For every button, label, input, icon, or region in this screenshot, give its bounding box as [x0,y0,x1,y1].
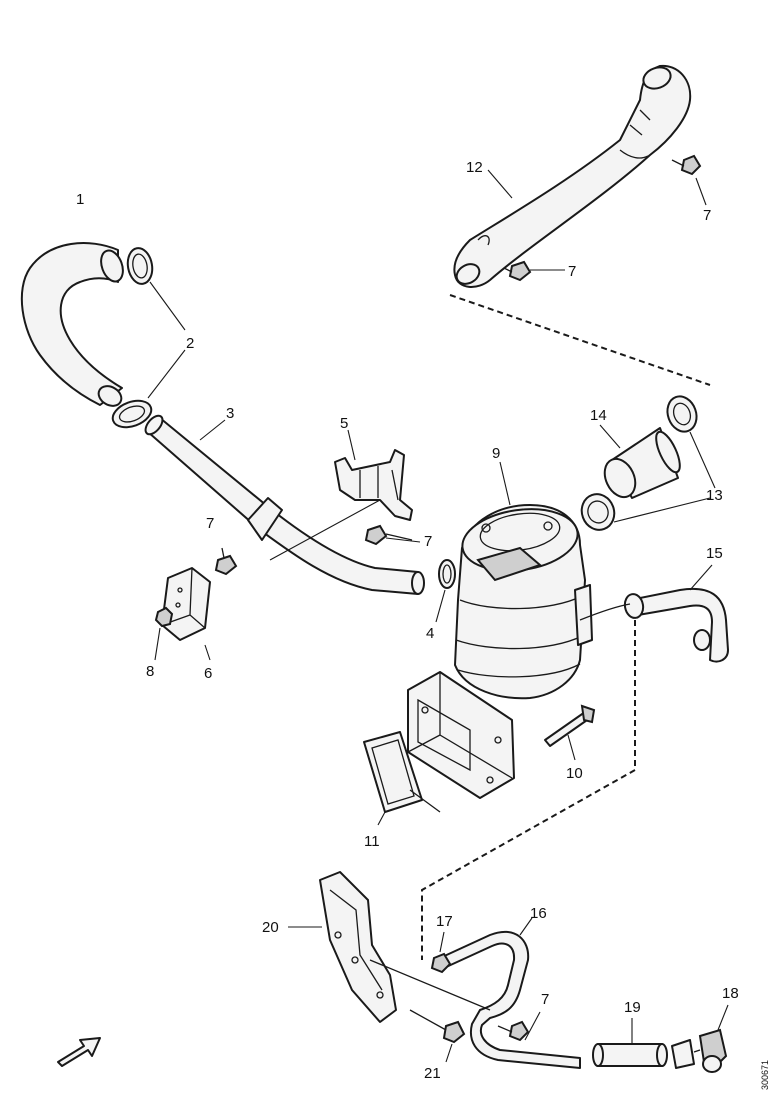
leader-7-c [695,177,707,206]
callout-7-a: 7 [206,515,214,532]
leader-11 [377,811,386,826]
nut-17 [430,952,452,974]
leader-2 [147,281,186,399]
tube-16 [369,930,581,1069]
leader-7-b [385,537,421,543]
callout-1: 1 [76,191,84,208]
tube-3 [144,414,425,595]
gasket-11 [363,731,441,813]
leader-13 [613,431,716,523]
callout-9: 9 [492,445,500,462]
dashed-link-upper [449,294,711,386]
callout-10: 10 [566,765,583,782]
callout-13: 13 [706,487,723,504]
leader-6 [204,644,211,661]
callout-2: 2 [186,335,194,352]
bolt-7-a [214,547,238,576]
callout-19: 19 [624,999,641,1016]
bolt-7-d [499,260,532,282]
callout-5: 5 [340,415,348,432]
sleeve-19 [592,1043,668,1067]
callout-7-b: 7 [424,533,432,550]
bolt-7-b [364,524,413,546]
bolt-10 [544,704,596,747]
callout-17: 17 [436,913,453,930]
leader-5 [347,429,356,461]
callout-16: 16 [530,905,547,922]
callout-11: 11 [364,833,380,850]
callout-4: 4 [426,625,434,642]
clamp-13-upper [666,395,698,433]
leader-9 [499,461,511,506]
clamp-2-upper [126,247,154,285]
plate-20 [319,871,397,1023]
leader-7-e [524,1011,541,1041]
callout-15: 15 [706,545,723,562]
leader-5-rod [269,499,381,561]
callout-7-d: 7 [568,263,576,280]
callout-20: 20 [262,919,279,936]
bracket-5 [334,449,413,521]
sleeve-14 [603,427,681,499]
hose-1 [20,242,124,407]
leader-17 [439,931,445,953]
leader-21 [445,1043,453,1063]
nut-8 [154,606,174,628]
leader-3 [199,419,226,441]
fitting-18 [671,1028,728,1073]
housing-9 [407,504,593,799]
dashed-link-lower [421,620,636,960]
leader-14 [599,424,621,449]
callout-7-c: 7 [703,207,711,224]
leader-15 [689,564,713,591]
leader-12 [487,169,513,199]
pipe-12 [453,64,692,288]
pipe-15 [579,587,729,663]
callout-18: 18 [722,985,739,1002]
nut-21 [409,1009,466,1044]
bolt-7-c [671,154,702,176]
clamp-2-lower [111,399,153,429]
arrow-right-up-icon [57,1037,101,1067]
callout-3: 3 [226,405,234,422]
callout-21: 21 [424,1065,441,1082]
leader-18 [717,1004,729,1031]
leader-8 [154,627,161,661]
leader-4 [435,589,446,623]
block-6 [161,567,211,641]
bolt-7-e [497,1020,530,1042]
oring-4 [438,559,456,589]
callout-12: 12 [466,159,483,176]
callout-7-e: 7 [541,991,549,1008]
clamp-13-lower [580,493,616,531]
callout-14: 14 [590,407,607,424]
leader-10 [567,734,576,761]
callout-6: 6 [204,665,212,682]
leader-16 [519,917,533,936]
callout-8: 8 [146,663,154,680]
figure-code: 300671 [760,1060,770,1090]
